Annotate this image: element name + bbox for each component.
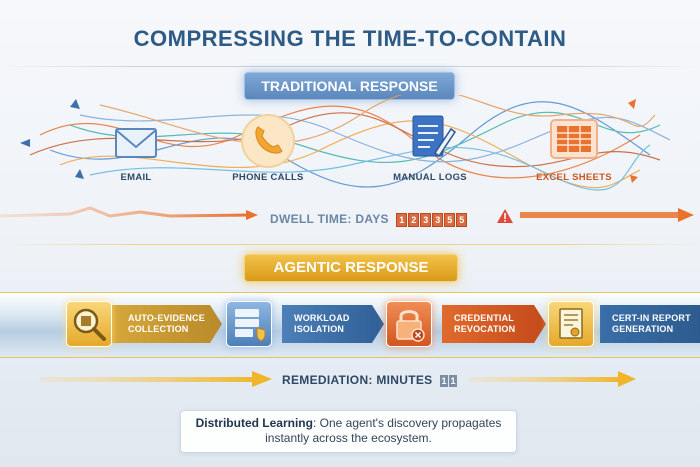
phone-icon (241, 114, 295, 168)
divider (0, 244, 700, 245)
divider (0, 66, 700, 67)
document-pen-icon (412, 115, 457, 158)
step-card-revocation (386, 301, 432, 347)
step-label-line: AUTO-EVIDENCE (128, 313, 205, 323)
step-label-line: COLLECTION (128, 324, 189, 334)
step-label-line: GENERATION (612, 324, 674, 334)
step-label-line: ISOLATION (294, 324, 345, 334)
agentic-response-label: AGENTIC RESPONSE (244, 254, 458, 282)
spreadsheet-icon (550, 119, 598, 159)
step-label-report: CERT-IN REPORT GENERATION (612, 313, 691, 335)
counter-digit: 5 (444, 213, 456, 227)
step-card-report (548, 301, 594, 347)
server-shield-icon (235, 309, 266, 342)
certificate-icon (559, 308, 583, 339)
step-card-isolation (226, 301, 272, 347)
counter-digit: 1 (396, 213, 408, 227)
traditional-response-label: TRADITIONAL RESPONSE (244, 72, 455, 100)
page-title: COMPRESSING THE TIME-TO-CONTAIN (133, 26, 567, 51)
note-line-1: Distributed Learning: One agent's discov… (181, 416, 516, 431)
phone-calls-label: PHONE CALLS (232, 172, 304, 183)
counter-digit: 1 (449, 375, 458, 387)
remediation-time-text: REMEDIATION: MINUTES (282, 373, 433, 387)
magnifier-box-icon (73, 308, 106, 341)
step-label-line: CERT-IN REPORT (612, 313, 691, 323)
remediation-arrow (40, 371, 636, 387)
excel-sheets-label: EXCEL SHEETS (536, 172, 612, 183)
step-label-evidence: AUTO-EVIDENCE COLLECTION (128, 313, 205, 335)
step-label-line: CREDENTIAL (454, 313, 514, 323)
note-text: : One agent's discovery propagates (312, 416, 502, 430)
step-card-evidence (66, 301, 112, 347)
step-label-line: WORKLOAD (294, 313, 350, 323)
counter-digit: 3 (432, 213, 444, 227)
counter-digit: 5 (456, 213, 468, 227)
pipeline-arrows (112, 305, 700, 343)
manual-logs-label: MANUAL LOGS (393, 172, 467, 183)
counter-digit: 1 (440, 375, 449, 387)
counter-digit: 3 (420, 213, 432, 227)
dwell-time-arrow (0, 206, 694, 222)
note-line-2: instantly across the ecosystem. (265, 431, 432, 445)
warning-icon (497, 209, 513, 223)
dwell-time-text: DWELL TIME: DAYS (270, 212, 389, 226)
padlock-x-icon (396, 310, 425, 342)
step-label-revocation: CREDENTIAL REVOCATION (454, 313, 515, 335)
counter-digit: 2 (408, 213, 420, 227)
distributed-learning-note: Distributed Learning: One agent's discov… (180, 410, 517, 453)
note-bold-term: Distributed Learning (195, 416, 313, 430)
step-label-isolation: WORKLOAD ISOLATION (294, 313, 350, 335)
email-label: EMAIL (120, 172, 152, 183)
envelope-icon (115, 128, 157, 158)
step-label-line: REVOCATION (454, 324, 516, 334)
